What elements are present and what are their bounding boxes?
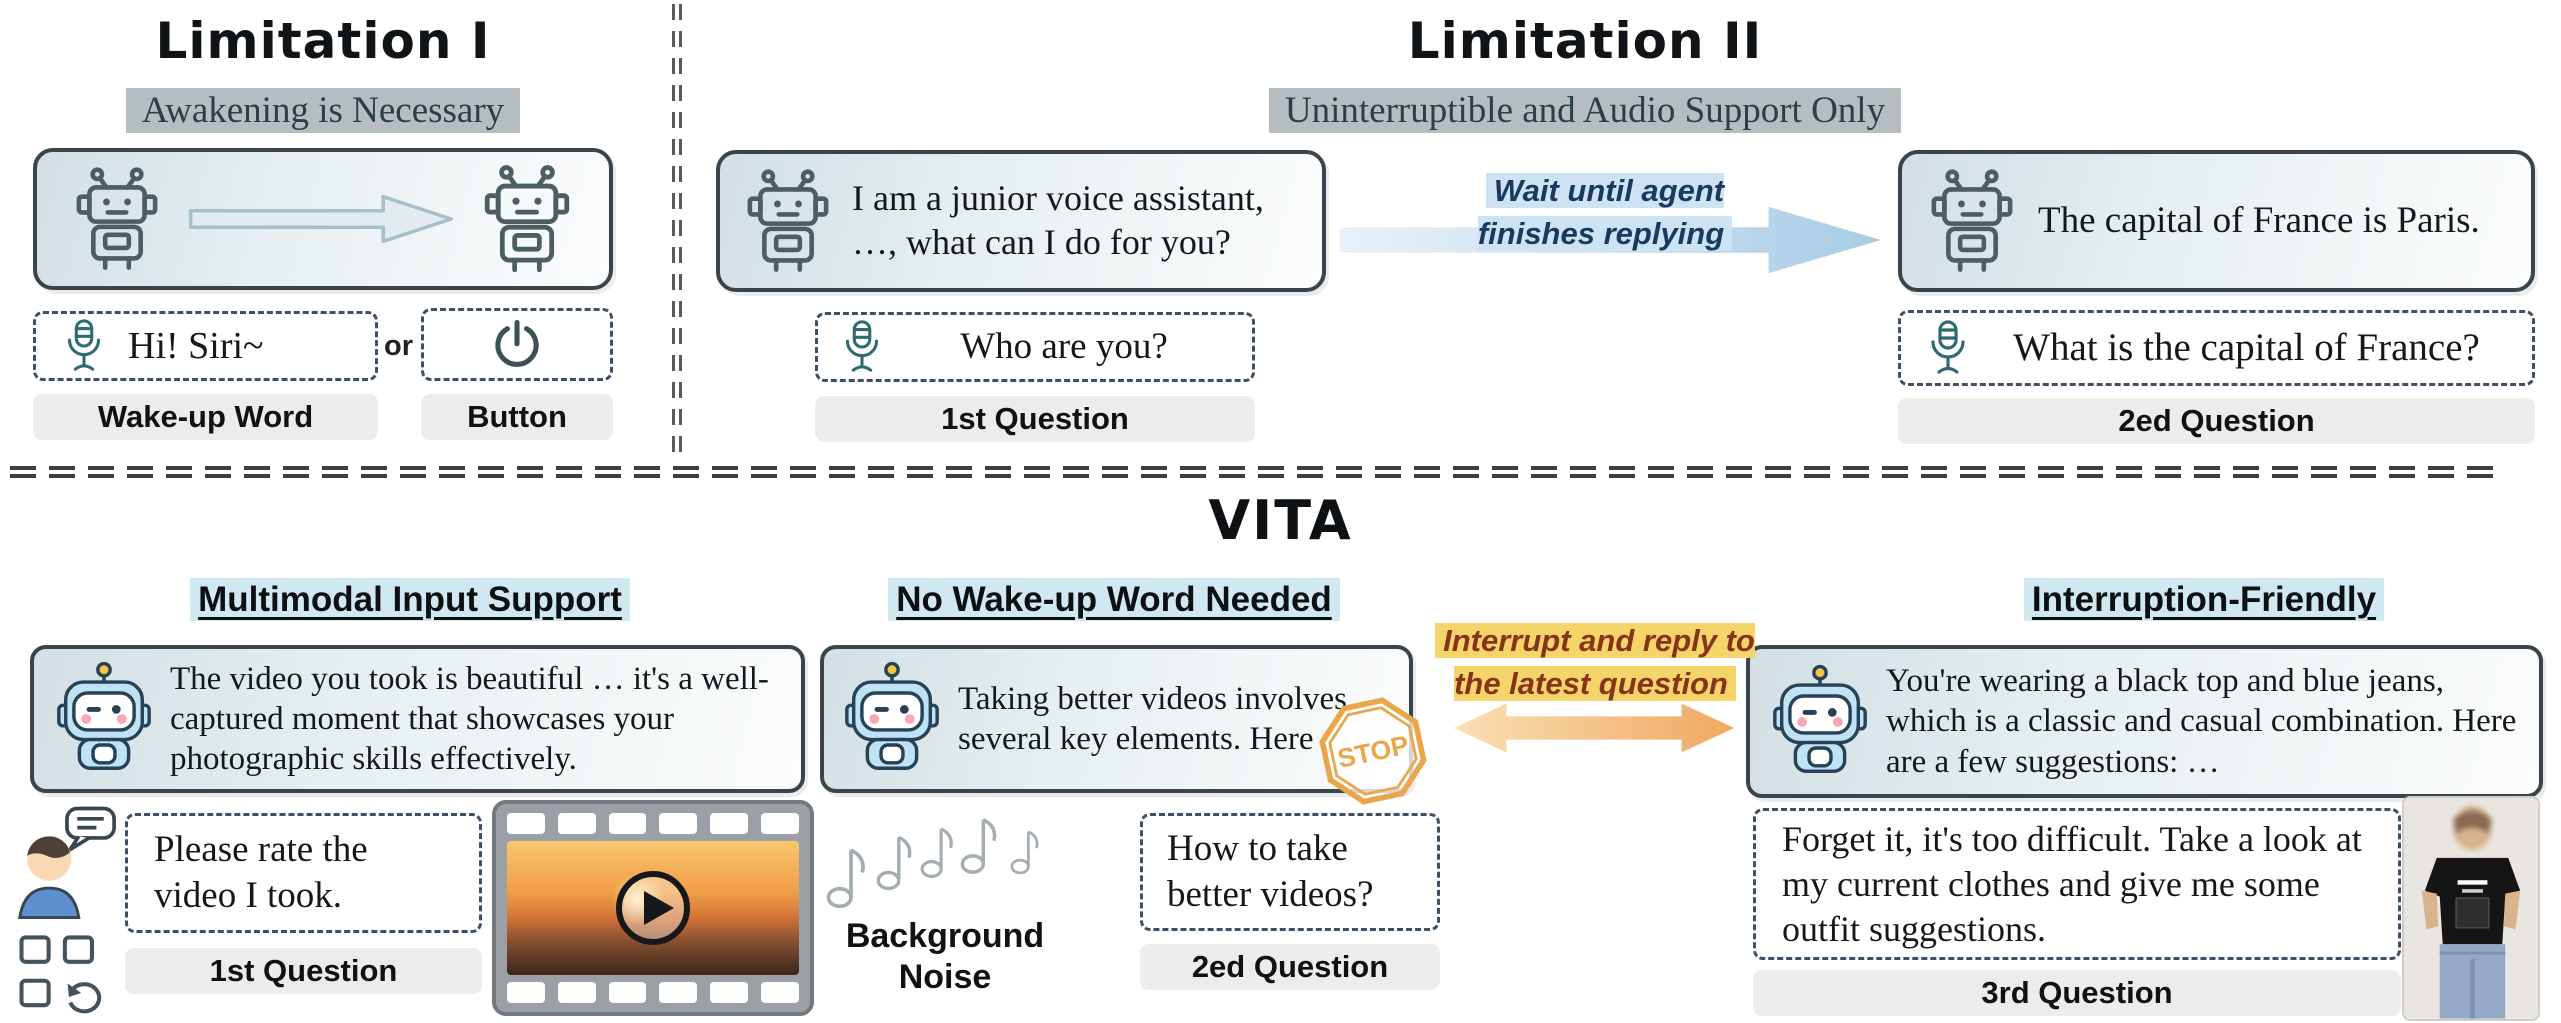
- robot-icon: [1926, 165, 2018, 277]
- wake-transition-arrow-icon: [188, 194, 454, 244]
- vita-question-2-box: How to take better videos?: [1140, 813, 1440, 931]
- user-avatar-icon: [18, 806, 116, 919]
- question-1-label: 1st Question: [815, 396, 1255, 442]
- vita-reply-3-box: You're wearing a black top and blue jean…: [1746, 645, 2543, 798]
- video-frame: [507, 841, 799, 975]
- or-label: or: [384, 330, 413, 362]
- user-outfit-photo: [2404, 798, 2538, 1019]
- robot-icon: [742, 165, 834, 277]
- question-1-text: Who are you?: [960, 325, 1168, 367]
- question-2-text: What is the capital of France?: [2013, 325, 2480, 369]
- limitation-2-subtitle-text: Uninterruptible and Audio Support Only: [1268, 88, 1902, 133]
- film-holes-top: [507, 813, 799, 834]
- microphone-icon: [840, 318, 884, 376]
- vita-title: VITA: [1208, 489, 1353, 552]
- microphone-icon: [1925, 318, 1971, 378]
- video-thumbnail: [492, 800, 814, 1016]
- cute-robot-icon: [52, 661, 156, 777]
- vita-question-1-label: 1st Question: [125, 948, 482, 994]
- wake-button-box: [421, 308, 613, 381]
- microphone-icon: [62, 317, 106, 375]
- vita-question-2-text: How to take better videos?: [1167, 827, 1374, 915]
- limitation-1-title: Limitation I: [155, 12, 491, 70]
- vita-question-1-box: Please rate the video I took.: [125, 813, 482, 933]
- feature-interruption-friendly: Interruption-Friendly: [1904, 578, 2504, 621]
- play-button-icon[interactable]: [616, 871, 690, 945]
- sleeping-robot-icon: [71, 163, 163, 275]
- cute-robot-icon: [1768, 664, 1872, 780]
- section-divider-horizontal: [10, 466, 2496, 478]
- question-2-label: 2ed Question: [1898, 398, 2535, 444]
- vita-reply-2-text: Taking better videos involves several ke…: [958, 680, 1348, 757]
- vita-reply-3-text: You're wearing a black top and blue jean…: [1886, 663, 2517, 780]
- wake-word-box: Hi! Siri~: [33, 311, 378, 381]
- feature-no-wake-word: No Wake-up Word Needed: [814, 578, 1414, 621]
- button-label: Button: [421, 394, 613, 440]
- interrupt-arrow-icon: [1453, 703, 1735, 753]
- vita-question-3-box: Forget it, it's too difficult. Take a lo…: [1753, 808, 2401, 960]
- ui-elements-icon: [19, 935, 102, 1014]
- limitation-2-title: Limitation II: [1407, 12, 1763, 70]
- assistant-reply-2-text: The capital of France is Paris.: [2038, 200, 2480, 242]
- stop-sign-icon: STOP: [1319, 697, 1427, 805]
- vita-reply-2-box: Taking better videos involves several ke…: [820, 645, 1427, 805]
- music-notes-icon: [826, 808, 1066, 916]
- section-divider-vertical: [672, 4, 682, 459]
- vita-question-1-text: Please rate the video I took.: [154, 828, 368, 916]
- wake-word-text: Hi! Siri~: [128, 324, 264, 367]
- awakening-demo-box: [33, 148, 613, 290]
- interrupt-arrow-note: Interrupt and reply to the latest questi…: [1425, 620, 1765, 706]
- vita-question-3-label: 3rd Question: [1753, 970, 2401, 1016]
- awake-robot-icon: [479, 160, 575, 278]
- wait-arrow-note: Wait until agent finishes replying: [1445, 170, 1765, 256]
- cute-robot-icon: [840, 661, 944, 777]
- assistant-reply-1-text: I am a junior voice assistant, …, what c…: [852, 178, 1264, 262]
- film-holes-bottom: [507, 982, 799, 1003]
- limitation-1-subtitle: Awakening is Necessary: [33, 88, 613, 133]
- vita-question-2-label: 2ed Question: [1140, 944, 1440, 990]
- assistant-reply-2-box: The capital of France is Paris.: [1898, 150, 2535, 292]
- background-noise-label: Background Noise: [845, 917, 1045, 996]
- feature-multimodal: Multimodal Input Support: [110, 578, 710, 621]
- limitation-2-subtitle: Uninterruptible and Audio Support Only: [710, 88, 2460, 133]
- question-1-box: Who are you?: [815, 312, 1255, 382]
- vita-question-3-text: Forget it, it's too difficult. Take a lo…: [1782, 818, 2362, 949]
- limitation-1-subtitle-text: Awakening is Necessary: [125, 88, 521, 133]
- vita-reply-1-box: The video you took is beautiful … it's a…: [30, 645, 805, 793]
- assistant-reply-1-box: I am a junior voice assistant, …, what c…: [716, 150, 1326, 292]
- power-button-icon: [490, 318, 544, 372]
- wake-word-label: Wake-up Word: [33, 394, 378, 440]
- question-2-box: What is the capital of France?: [1898, 310, 2535, 386]
- vita-reply-1-text: The video you took is beautiful … it's a…: [170, 660, 769, 778]
